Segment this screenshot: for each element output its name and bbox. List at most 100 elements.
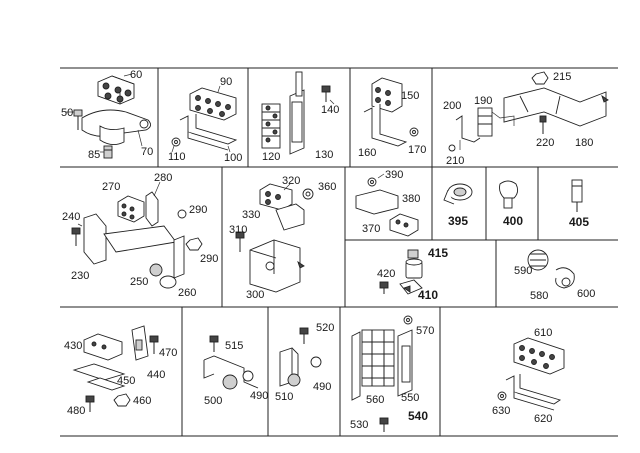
retainer-clip-drawing <box>555 267 575 289</box>
callout-300: 300 <box>246 289 264 301</box>
callout-440: 440 <box>147 369 165 381</box>
callout-450: 450 <box>117 375 135 387</box>
grommet-drawing <box>527 249 549 271</box>
long-bracket-drawing <box>503 87 609 127</box>
screw-drawing <box>379 281 389 294</box>
callout-420: 420 <box>377 268 395 280</box>
bracket-drawing <box>505 374 562 411</box>
callout-85: 85 <box>88 149 100 161</box>
callout-120: 120 <box>262 151 280 163</box>
callout-390: 390 <box>385 169 403 181</box>
panel-9: 395 <box>443 183 473 228</box>
screw-drawing <box>209 335 219 352</box>
cover-drawing <box>289 71 305 155</box>
connector-block-drawing <box>513 337 565 375</box>
connector-block-drawing <box>371 77 403 113</box>
connector-drawing <box>83 333 123 361</box>
callout-140: 140 <box>321 104 339 116</box>
bracket-drawing <box>275 203 305 231</box>
panel-3: 140 120 130 <box>261 71 339 163</box>
callout-630: 630 <box>492 405 510 417</box>
mounting-frame-drawing <box>83 213 185 279</box>
callout-70: 70 <box>141 146 153 158</box>
callout-480: 480 <box>67 405 85 417</box>
callout-60: 60 <box>130 69 142 81</box>
callout-500: 500 <box>204 395 222 407</box>
callout-250: 250 <box>130 276 148 288</box>
mounting-plate-drawing <box>81 109 151 145</box>
cable-clamp-drawing <box>222 370 254 390</box>
bent-bracket-drawing <box>203 355 259 389</box>
bracket-drawing <box>355 189 399 215</box>
callout-330: 330 <box>242 209 260 221</box>
cover-frame-drawing <box>397 329 413 397</box>
callout-410: 410 <box>418 288 438 302</box>
callout-510: 510 <box>275 391 293 403</box>
panel-10: 400 <box>499 180 523 228</box>
terminal-strip-drawing <box>261 103 281 149</box>
panel-18: 610 630 620 <box>492 327 565 425</box>
clip-drawing <box>455 115 481 143</box>
screw-drawing <box>379 417 389 432</box>
callout-570: 570 <box>416 325 434 337</box>
callout-170: 170 <box>408 144 426 156</box>
nut-drawing <box>403 315 413 325</box>
callout-210: 210 <box>446 155 464 167</box>
callout-280: 280 <box>154 172 172 184</box>
screw-drawing <box>71 227 81 246</box>
screw-drawing <box>321 85 331 102</box>
callout-200: 200 <box>443 100 461 112</box>
callout-560: 560 <box>366 394 384 406</box>
callout-550: 550 <box>401 392 419 404</box>
connector-block-drawing <box>97 75 135 105</box>
nut-drawing <box>409 127 419 137</box>
callout-590: 590 <box>514 265 532 277</box>
callout-380: 380 <box>402 193 420 205</box>
panel-6: 280 270 240 290 290 230 250 260 <box>62 172 218 299</box>
nut-drawing <box>497 391 507 401</box>
cable-clips-drawing <box>149 263 177 289</box>
bracket-drawing <box>363 104 408 147</box>
screw-drawing <box>73 109 83 130</box>
callout-490-right: 490 <box>313 381 331 393</box>
housing-drawing <box>249 239 305 293</box>
panel-16: 520 510 490 <box>275 322 334 403</box>
panel-2: 90 110 100 <box>168 76 242 164</box>
callout-580: 580 <box>530 290 548 302</box>
fuse-box-drawing <box>351 329 395 401</box>
clamp-drawing <box>443 183 473 205</box>
small-block-drawing <box>477 107 493 137</box>
callout-530: 530 <box>350 419 368 431</box>
callout-490: 490 <box>250 390 268 402</box>
callout-180: 180 <box>575 137 593 149</box>
connector-block-drawing <box>117 195 145 223</box>
callout-415: 415 <box>428 246 448 260</box>
cable-clamp-drawing <box>287 356 322 387</box>
callout-290-upper: 290 <box>189 204 207 216</box>
callout-320: 320 <box>282 175 300 187</box>
callout-110: 110 <box>168 151 186 163</box>
panel-8: 390 380 370 <box>355 169 420 237</box>
callout-310: 310 <box>229 224 247 236</box>
connector-block-drawing <box>259 183 293 211</box>
connector-block-drawing <box>389 213 419 237</box>
callout-260: 260 <box>178 287 196 299</box>
connector-block-drawing <box>189 87 237 121</box>
panel-grid <box>60 67 618 437</box>
bracket-drawing <box>179 114 238 151</box>
callout-600: 600 <box>577 288 595 300</box>
panel-11: 405 <box>569 179 589 229</box>
callout-50: 50 <box>61 107 73 119</box>
nut-drawing <box>367 177 377 187</box>
screw-drawing <box>299 327 309 344</box>
callout-470: 470 <box>159 347 177 359</box>
bolt-and-nut-drawing <box>85 393 131 412</box>
panel-7: 320 360 330 310 300 <box>229 175 336 301</box>
nut-drawing <box>185 237 203 251</box>
panel-4: 150 160 170 <box>358 77 426 159</box>
panel-17: 570 560 550 530 540 <box>350 315 434 432</box>
cover-drawing <box>131 325 149 361</box>
bracket-drawing <box>145 191 187 227</box>
callout-100: 100 <box>224 152 242 164</box>
cable-tie-drawing <box>499 180 519 209</box>
